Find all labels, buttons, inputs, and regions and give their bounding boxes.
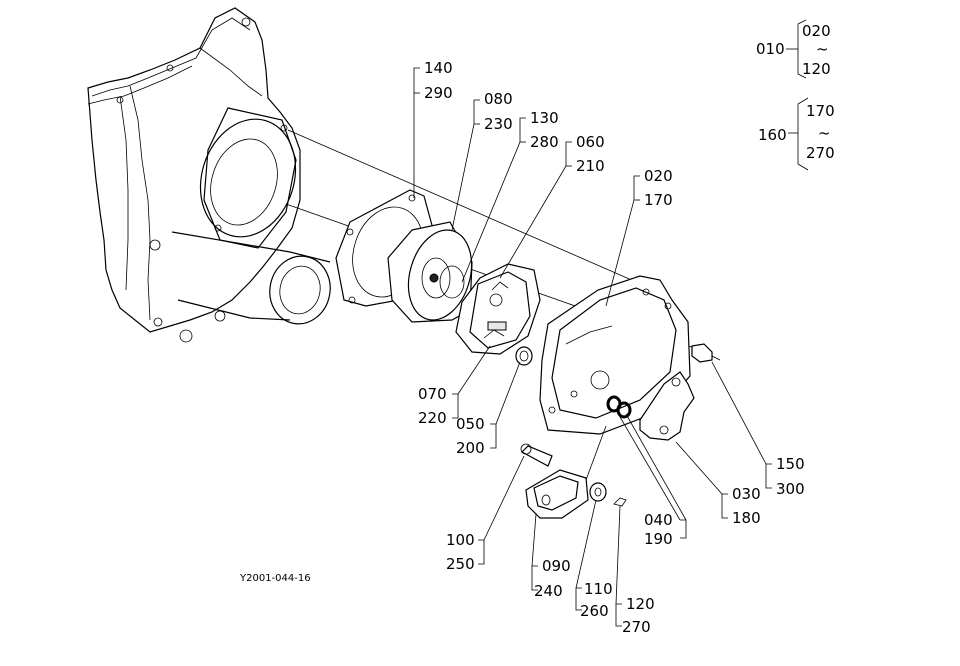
callout-200: 200 <box>456 439 485 457</box>
washer-part <box>515 346 533 366</box>
legend-160-sep: ~ <box>818 124 831 142</box>
callout-290: 290 <box>424 84 453 102</box>
callout-030: 030 <box>732 485 761 503</box>
cover-plate-part <box>539 275 691 435</box>
callout-280: 280 <box>530 133 559 151</box>
callout-090: 090 <box>542 557 571 575</box>
callout-040: 040 <box>644 511 673 529</box>
bolt-part <box>691 343 721 363</box>
legend-010-sep: ~ <box>816 40 829 58</box>
callout-230: 230 <box>484 115 513 133</box>
callout-270: 270 <box>622 618 651 636</box>
legend-160-parent: 160 <box>758 126 787 144</box>
o-ring-pair <box>606 395 632 419</box>
callout-140: 140 <box>424 59 453 77</box>
callout-100: 100 <box>446 531 475 549</box>
callout-150: 150 <box>776 455 805 473</box>
lever-arm-part <box>639 371 695 441</box>
callout-190: 190 <box>644 530 673 548</box>
legend-010-to: 120 <box>802 60 831 78</box>
callout-070: 070 <box>418 385 447 403</box>
callout-120: 120 <box>626 595 655 613</box>
legend-160-to: 270 <box>806 144 835 162</box>
callout-210: 210 <box>576 157 605 175</box>
clevis-assembly <box>520 443 627 519</box>
callout-260: 260 <box>580 602 609 620</box>
callout-170: 170 <box>644 191 673 209</box>
callout-250: 250 <box>446 555 475 573</box>
legend-160-from: 170 <box>806 102 835 120</box>
legend-010-parent: 010 <box>756 40 785 58</box>
callout-130: 130 <box>530 109 559 127</box>
callout-020: 020 <box>644 167 673 185</box>
brake-drum-part <box>387 221 473 323</box>
callout-180: 180 <box>732 509 761 527</box>
callout-220: 220 <box>418 409 447 427</box>
leader-lines <box>413 67 772 627</box>
callout-labels: 140 290 080 230 130 280 060 210 020 170 … <box>418 59 805 636</box>
callout-060: 060 <box>576 133 605 151</box>
part-range-legend: 010 020 ~ 120 160 170 ~ 270 <box>756 19 835 171</box>
brake-shoe-assembly <box>455 263 541 355</box>
callout-080: 080 <box>484 90 513 108</box>
callout-300: 300 <box>776 480 805 498</box>
callout-050: 050 <box>456 415 485 433</box>
legend-010-from: 020 <box>802 22 831 40</box>
callout-110: 110 <box>584 580 613 598</box>
figure-code: Y2001-044-16 <box>239 573 311 584</box>
callout-240: 240 <box>534 582 563 600</box>
engine-housing <box>87 7 331 343</box>
